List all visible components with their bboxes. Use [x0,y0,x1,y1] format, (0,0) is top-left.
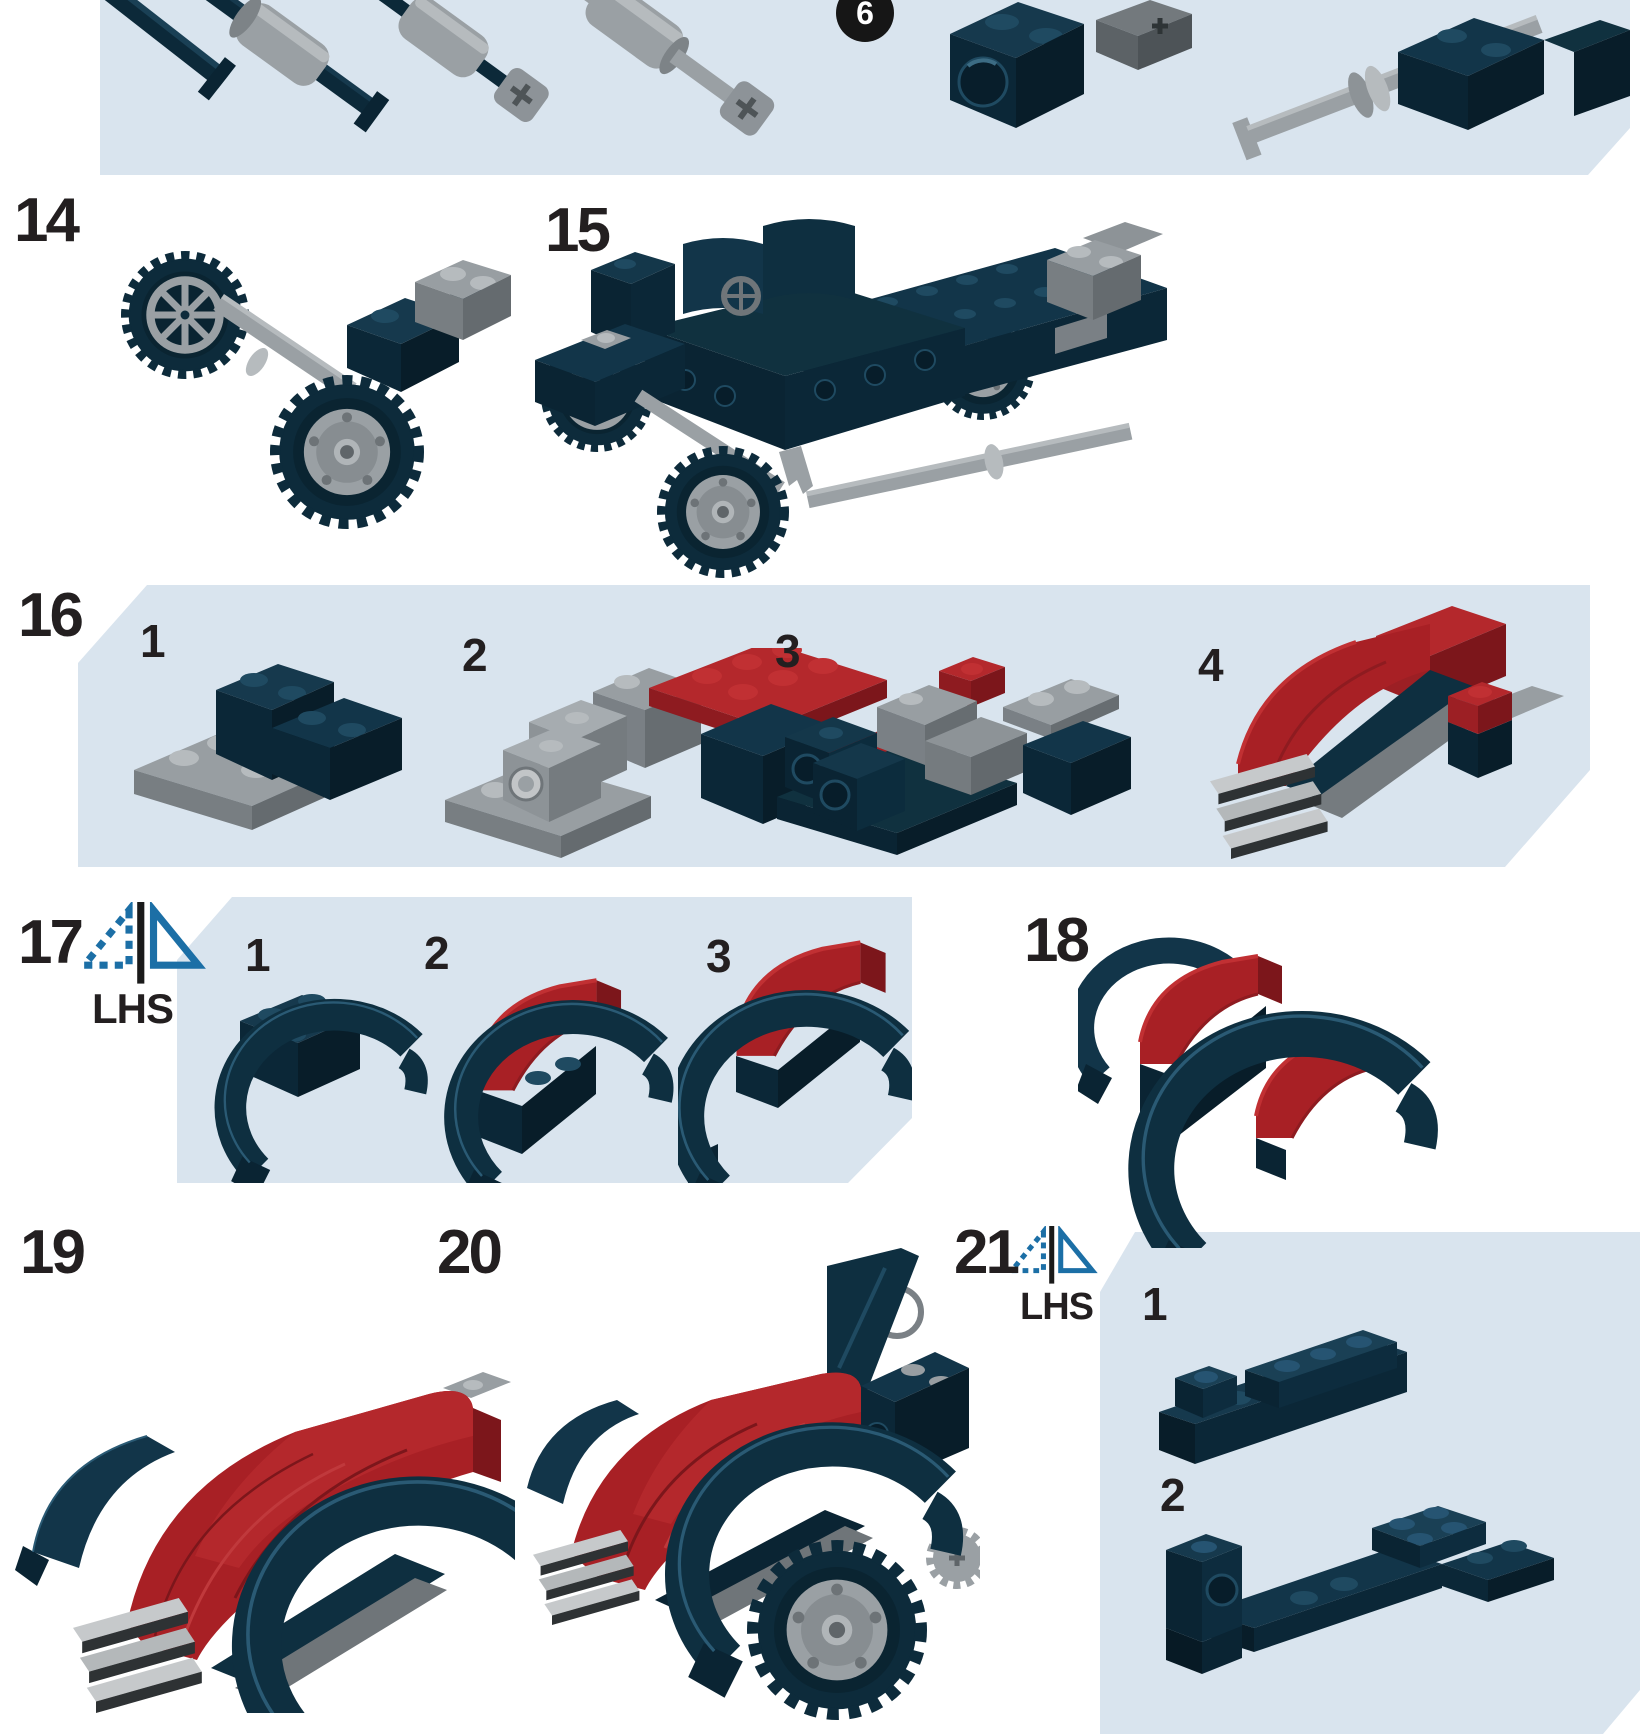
step-16-substep-2-number: 2 [462,629,488,681]
step-16-substep-1-number: 1 [140,615,166,667]
step-21-lhs-label: LHS [1020,1286,1094,1328]
step-16-substep-3-number: 3 [775,625,801,677]
step-16-substep-4-illustration [1210,606,1564,859]
step-19-number: 19 [20,1218,86,1287]
axle-connector-piece [202,0,390,133]
step-18-number: 18 [1024,906,1090,975]
step-17-number: 17 [18,908,84,977]
axle-bracket-assembly-piece [1232,15,1630,161]
step-21-mirror-lhs-icon [1006,1226,1101,1292]
step-18-illustration [1078,937,1448,1248]
step-21-panel [1100,1232,1640,1734]
chassis [535,219,1167,509]
axle-connector-piece [569,0,775,136]
axle-piece [100,0,236,101]
step-16-substep-4-number: 4 [1198,639,1224,691]
step-21-substep-2-number: 2 [1160,1469,1186,1521]
step-17-substep-3-number: 3 [706,930,732,982]
step-17-panel [177,897,912,1183]
axle-holder-brick-piece [1096,0,1192,70]
step-16-number: 16 [18,581,84,650]
step-16-substep-3-illustration [777,657,1131,855]
step-17-substep-3-illustration [678,922,938,1183]
step-20-illustration [527,1248,980,1723]
step-21-substep-1-number: 1 [1142,1278,1168,1330]
step-19-illustration [15,1372,515,1713]
step-14-illustration [85,230,511,575]
step-17-substep-1-illustration [210,975,440,1185]
step-17-substep-2-illustration [438,948,688,1193]
step-15-number: 15 [545,196,611,265]
step-21-substep-2-illustration [1166,1506,1554,1674]
parts-top-illustration [100,0,1630,161]
technic-brick-piece [950,2,1084,128]
step-15-illustration [535,219,1167,605]
step-17-substep-2-number: 2 [424,927,450,979]
step-21-substep-1-illustration [1159,1330,1407,1464]
step-16-panel [78,585,1590,867]
step-14-number: 14 [14,186,80,255]
step-17-lhs-label: LHS [92,985,174,1032]
step-21-number: 21 [954,1218,1020,1287]
step-17-mirror-lhs-icon [76,902,211,994]
axle-connector-piece [377,0,549,122]
gray-brick [415,260,511,340]
step-17-substep-1-number: 1 [245,929,271,981]
step-20-number: 20 [437,1218,503,1287]
step-16-substep-1-illustration [134,664,402,830]
